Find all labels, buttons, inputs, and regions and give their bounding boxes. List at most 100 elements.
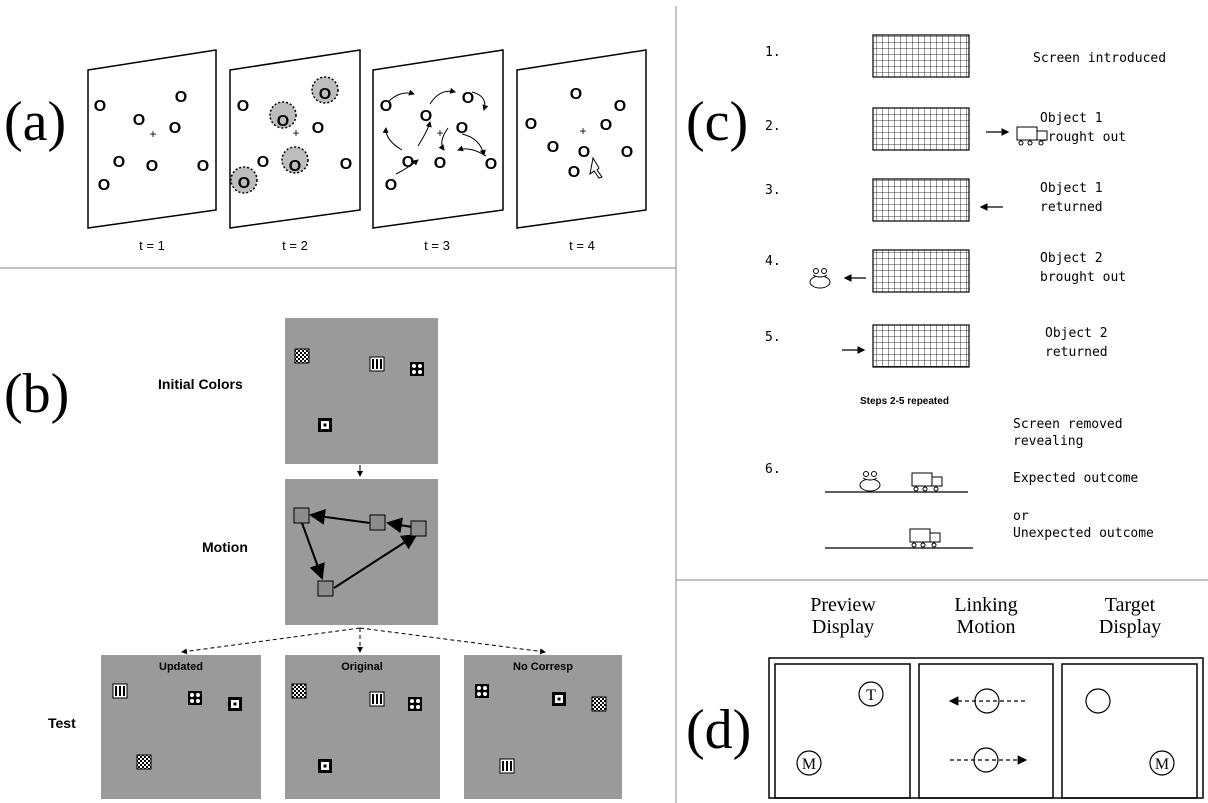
- object-marker: O: [385, 177, 397, 194]
- object-marker: O: [133, 112, 145, 129]
- step-number: 4.: [765, 254, 781, 269]
- object-marker: O: [402, 154, 414, 171]
- dotted-square: [475, 684, 489, 698]
- dotted-square: [410, 362, 424, 376]
- panel-c-label: (c): [686, 91, 748, 153]
- fixation-cross: +: [149, 127, 156, 141]
- step-description: Object 2: [1045, 326, 1108, 341]
- mouse-pointer-icon: [589, 156, 603, 179]
- object-marker: O: [238, 175, 250, 192]
- object-marker: O: [237, 98, 249, 115]
- checker-square: [136, 754, 152, 770]
- object-marker: O: [94, 98, 106, 115]
- object-marker: O: [570, 86, 582, 103]
- column-header: Preview: [810, 594, 876, 616]
- step-description: brought out: [1040, 270, 1126, 285]
- frame-caption: t = 4: [569, 238, 595, 253]
- fixation-cross: +: [436, 126, 443, 140]
- step-number: 3.: [765, 183, 781, 198]
- step-number: 1.: [765, 45, 781, 60]
- frame-caption: t = 3: [424, 238, 450, 253]
- object-marker: O: [146, 158, 158, 175]
- fixation-cross: +: [292, 126, 299, 140]
- target-circle-unlabeled: [1085, 688, 1111, 714]
- object-marker: O: [319, 86, 331, 103]
- panel-dividers: [0, 6, 1208, 803]
- object-movement-arrows: [842, 128, 1010, 354]
- colored-squares: [112, 348, 607, 774]
- frame-t4: t = 4: [516, 49, 647, 253]
- dotted-square: [188, 691, 202, 705]
- marker-circle: [1149, 750, 1175, 776]
- marker-circle-label: M: [1155, 756, 1169, 773]
- object-marker: O: [257, 154, 269, 171]
- initial-colors-display: [285, 318, 438, 464]
- object-marker: O: [169, 120, 181, 137]
- motion-display: [285, 479, 438, 625]
- frame-t1: t = 1: [87, 49, 217, 253]
- column-header: Display: [1099, 616, 1161, 638]
- object-marker: O: [578, 144, 590, 161]
- occluder-screens: [872, 34, 970, 368]
- column-header: Linking: [954, 594, 1017, 616]
- striped-square: [369, 356, 385, 372]
- step-description: Object 2: [1040, 251, 1103, 266]
- column-header: Motion: [957, 616, 1016, 638]
- panel-d-label: (d): [686, 699, 751, 761]
- test-display-no-corresp: [464, 655, 622, 799]
- frog-icon: [859, 471, 881, 492]
- checker-square: [294, 348, 310, 364]
- marker-circle-label: M: [802, 756, 816, 773]
- truck-icon: [909, 528, 941, 548]
- object-marker: O: [485, 156, 497, 173]
- test-title-updated: Updated: [159, 661, 203, 673]
- checker-square: [591, 696, 607, 712]
- frame-t3: t = 3: [372, 49, 504, 253]
- test-title-original: Original: [341, 661, 383, 673]
- frame-caption: t = 2: [282, 238, 308, 253]
- motion-paths: [301, 508, 418, 589]
- fixation-cross: +: [579, 124, 586, 138]
- object-marker: O: [525, 116, 537, 133]
- step-description: returned: [1040, 200, 1103, 215]
- object-marker: O: [420, 108, 432, 125]
- object-marker: O: [113, 154, 125, 171]
- panel-b-label: (b): [4, 363, 69, 425]
- target-circle-label: T: [866, 687, 876, 704]
- step-description: Screen introduced: [1033, 51, 1166, 66]
- repeat-note: Steps 2-5 repeated: [860, 396, 949, 407]
- object-marker: O: [340, 156, 352, 173]
- display-sequence-frame: [768, 657, 1204, 799]
- or-text: or: [1013, 509, 1029, 524]
- object-marker: O: [312, 120, 324, 137]
- striped-square: [369, 691, 385, 707]
- linking-motion-box: [918, 663, 1054, 799]
- object-marker: O: [568, 164, 580, 181]
- step-number: 6.: [765, 462, 781, 477]
- reveal-text-line1: Screen removed: [1013, 417, 1123, 432]
- checker-square: [291, 683, 307, 699]
- object-marker: O: [614, 98, 626, 115]
- bullseye-square: [228, 697, 242, 711]
- row-label-motion: Motion: [202, 539, 248, 555]
- object-marker: O: [462, 90, 474, 107]
- step-description: Object 1: [1040, 181, 1103, 196]
- preview-display-box: [774, 663, 911, 799]
- truck-icon: [911, 472, 943, 492]
- frame-caption: t = 1: [139, 238, 165, 253]
- highlight-ring: [281, 146, 309, 174]
- test-display-updated: [101, 655, 261, 799]
- object-marker: O: [289, 158, 301, 175]
- reveal-text-line2: revealing: [1013, 434, 1083, 449]
- expected-outcome-text: Expected outcome: [1013, 471, 1138, 486]
- column-header: Display: [812, 616, 874, 638]
- object-marker: O: [621, 144, 633, 161]
- highlight-ring: [269, 101, 297, 129]
- object-marker: O: [456, 120, 468, 137]
- highlight-ring: [230, 166, 258, 194]
- panel-b: (b) Initial Colors Motion Test Updated O…: [4, 318, 622, 799]
